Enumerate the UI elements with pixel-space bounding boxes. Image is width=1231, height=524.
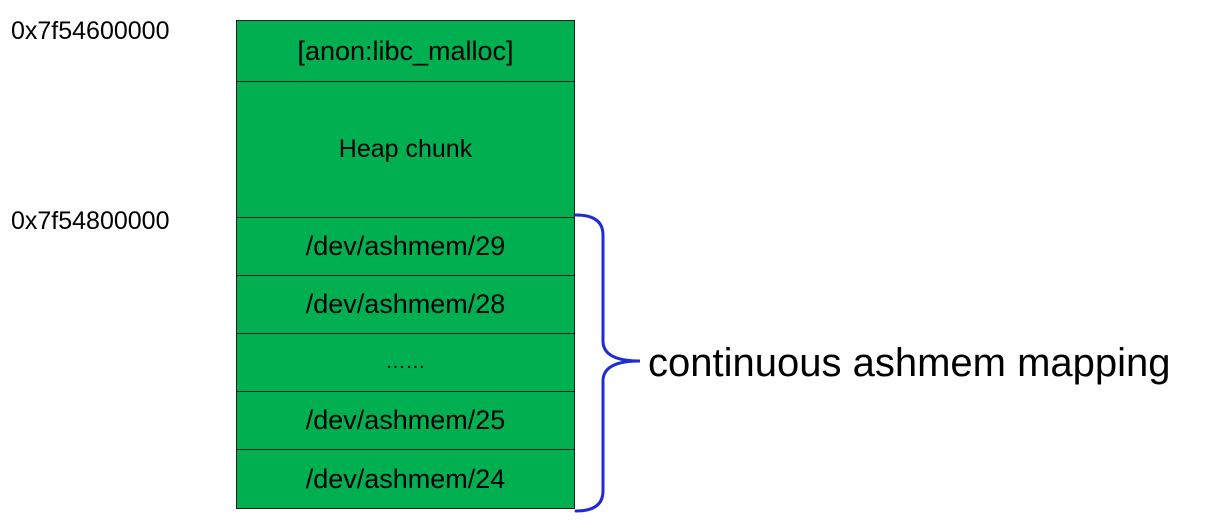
address-label-top: 0x7f54600000	[11, 17, 170, 45]
address-label-mid: 0x7f54800000	[11, 207, 170, 235]
segment-ashmem-25: /dev/ashmem/25	[237, 392, 574, 450]
segment-anon-libc-malloc: [anon:libc_malloc]	[237, 21, 574, 82]
segment-ashmem-24: /dev/ashmem/24	[237, 450, 574, 508]
right-brace	[574, 213, 640, 513]
brace-label: continuous ashmem mapping	[648, 341, 1171, 385]
segment-ashmem-28: /dev/ashmem/28	[237, 276, 574, 334]
memory-stack: [anon:libc_malloc] Heap chunk /dev/ashme…	[236, 20, 575, 509]
segment-ashmem-29: /dev/ashmem/29	[237, 218, 574, 276]
segment-ellipsis: ……	[237, 334, 574, 392]
segment-heap-chunk: Heap chunk	[237, 82, 574, 218]
